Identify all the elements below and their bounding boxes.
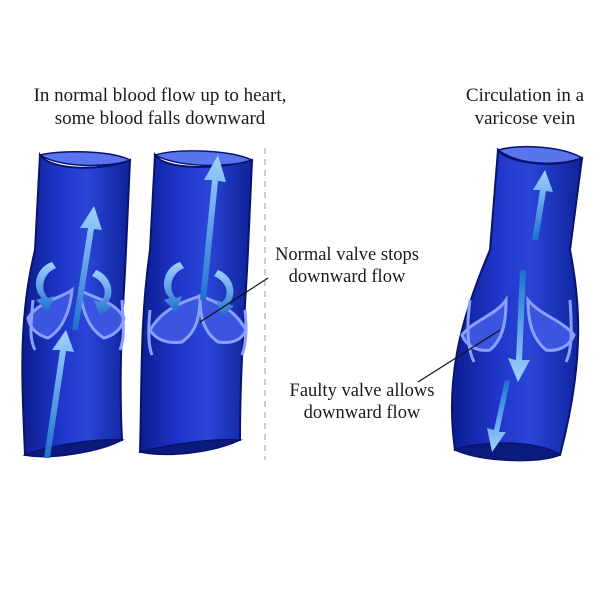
vein-normal-valve xyxy=(138,150,254,456)
normal-valve-callout: Normal valve stops downward flow xyxy=(252,244,442,288)
varicose-caption: Circulation in a varicose vein xyxy=(450,84,600,130)
normal-valve-leader xyxy=(199,277,269,323)
vein-varicose xyxy=(450,146,584,462)
blood-flow-arrow-icon xyxy=(164,155,234,316)
normal-valve-callout-line-2: downward flow xyxy=(288,267,406,287)
valve-icon xyxy=(526,295,576,352)
varicose-caption-line-2: varicose vein xyxy=(474,108,576,129)
varicose-caption-line-1: Circulation in a xyxy=(465,85,585,106)
blood-flow-arrow-icon xyxy=(36,206,112,458)
faulty-valve-leader xyxy=(417,329,501,383)
normal-valve-callout-line-1: Normal valve stops xyxy=(275,245,419,265)
faulty-valve-callout-line-2: downward flow xyxy=(303,403,421,423)
normal-flow-caption-line-1: In normal blood flow up to heart, xyxy=(33,85,287,106)
normal-flow-caption-line-2: some blood falls downward xyxy=(54,108,266,129)
faulty-valve-callout-line-1: Faulty valve allows xyxy=(289,381,435,401)
blood-flow-arrow-icon xyxy=(487,170,553,452)
normal-flow-caption: In normal blood flow up to heart, some b… xyxy=(0,84,320,130)
vein-normal-flow xyxy=(21,150,132,458)
faulty-valve-callout: Faulty valve allows downward flow xyxy=(262,380,462,424)
